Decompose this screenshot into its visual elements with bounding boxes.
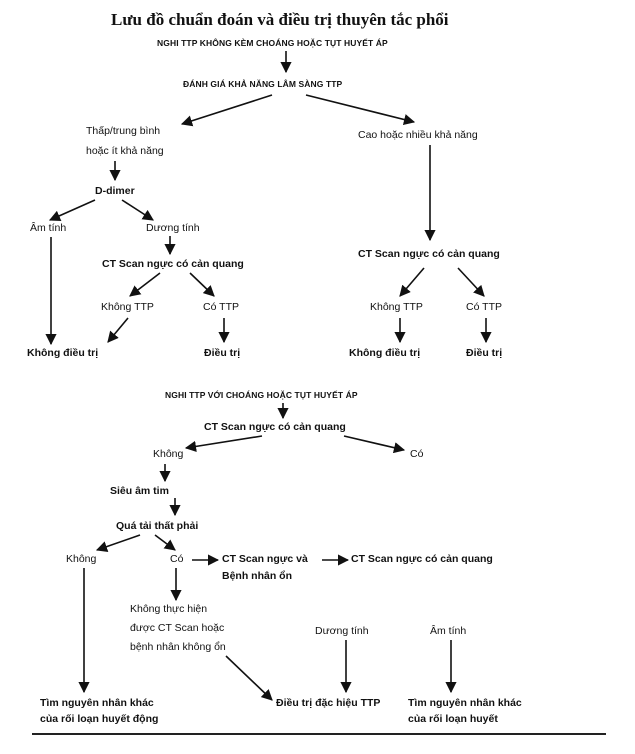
arrow-ct2-to-yes xyxy=(343,435,406,454)
node-treatment-2: Điều trị xyxy=(466,347,503,359)
node-cannot-ct-line3: bệnh nhân không ổn xyxy=(130,641,226,653)
node-rv-overload-no: Không xyxy=(66,553,97,565)
node-ct-scan-and: CT Scan ngực và xyxy=(222,553,308,565)
node-specific-treatment: Điều trị đặc hiệu TTP xyxy=(276,697,381,709)
node-no-treatment-2: Không điều trị xyxy=(349,347,421,359)
node-other-cause2-line1: Tìm nguyên nhân khác xyxy=(408,697,522,709)
node-low-probability-line2: hoặc ít khả năng xyxy=(86,145,164,157)
diagram-title: Lưu đồ chuẩn đoán và điều trị thuyên tắc… xyxy=(111,10,449,29)
node-low-probability-line1: Thấp/trung bình xyxy=(86,125,161,137)
arrow-ct-right-to-pe xyxy=(457,267,485,297)
node-entry-with-shock: NGHI TTP VỚI CHOÁNG HOẶC TỤT HUYẾT ÁP xyxy=(165,390,358,400)
node-rv-overload: Quá tải thất phải xyxy=(116,520,199,532)
node-pe-left: Có TTP xyxy=(203,301,239,313)
node-rv-overload-yes: Có xyxy=(170,553,184,565)
node-no-treatment-1: Không điều trị xyxy=(27,347,99,359)
node-other-cause-line1: Tìm nguyên nhân khác xyxy=(40,697,154,709)
node-patient-stable: Bệnh nhân ổn xyxy=(222,570,292,582)
arrow-assess-to-low xyxy=(180,94,273,127)
arrow-ddimer-to-positive xyxy=(121,199,154,221)
arrow-rv-to-yes xyxy=(154,534,176,551)
node-high-probability: Cao hoặc nhiều khả năng xyxy=(358,129,478,141)
node-ct-positive: Dương tính xyxy=(315,625,369,637)
node-other-cause2-line2: của rối loạn huyết xyxy=(408,713,498,725)
node-no-pe-left: Không TTP xyxy=(101,301,154,313)
node-other-cause-line2: của rối loạn huyết động xyxy=(40,713,159,725)
node-cannot-ct-line1: Không thực hiện xyxy=(130,603,208,615)
node-treatment-1: Điều trị xyxy=(204,347,241,359)
arrow-rv-to-no xyxy=(95,534,141,552)
arrow-ct-to-no-pe xyxy=(129,272,161,297)
node-ct-available: Có xyxy=(410,448,424,460)
arrow-assess-to-high xyxy=(305,94,416,125)
node-ct-not-available: Không xyxy=(153,448,184,460)
node-echocardiogram: Siêu âm tim xyxy=(110,485,169,497)
node-ct-negative: Âm tính xyxy=(430,625,467,637)
node-pe-right: Có TTP xyxy=(466,301,502,313)
node-cannot-ct-line2: được CT Scan hoặc xyxy=(130,622,225,634)
arrow-ct-right-to-no-pe xyxy=(399,267,425,297)
arrow-no-pe-to-no-treat xyxy=(107,317,129,343)
node-ct-scan-2: CT Scan ngực có cản quang xyxy=(204,421,346,433)
node-no-pe-right: Không TTP xyxy=(370,301,423,313)
node-ct-scan-right: CT Scan ngực có cản quang xyxy=(358,248,500,260)
arrow-cannot-to-specific xyxy=(225,655,273,701)
bottom-divider xyxy=(32,733,606,735)
node-ct-scan-left: CT Scan ngực có cản quang xyxy=(102,258,244,270)
node-ddimer-negative: Âm tính xyxy=(30,222,67,234)
arrow-ct2-to-no xyxy=(184,435,263,452)
node-entry-no-shock: NGHI TTP KHÔNG KÈM CHOÁNG HOẶC TỤT HUYẾT… xyxy=(157,38,388,48)
arrow-ddimer-to-negative xyxy=(48,199,96,222)
node-ct-scan-final: CT Scan ngực có cản quang xyxy=(351,553,493,565)
node-ddimer-positive: Dương tính xyxy=(146,222,200,234)
arrow-ct-to-pe xyxy=(189,272,215,297)
node-d-dimer: D-dimer xyxy=(95,185,135,197)
node-assess-probability: ĐÁNH GIÁ KHẢ NĂNG LÂM SÀNG TTP xyxy=(183,79,343,89)
